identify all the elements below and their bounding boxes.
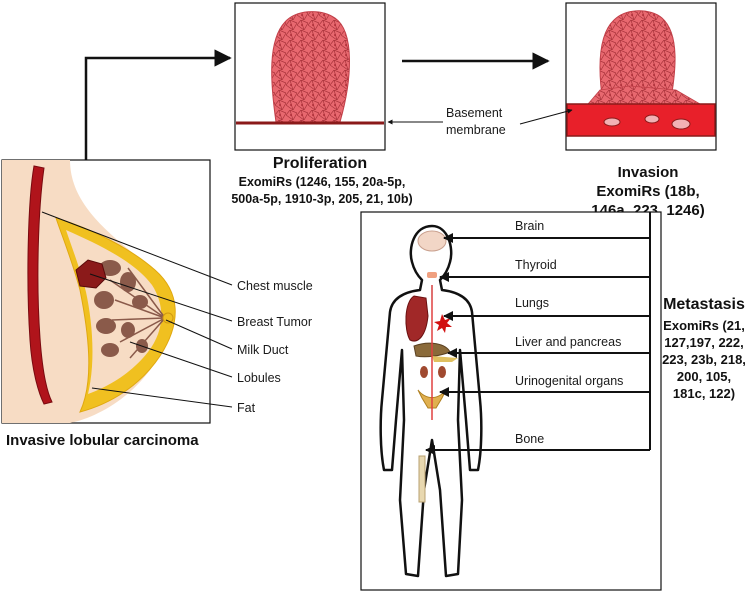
invasion-basement-band [566,103,716,137]
basement-label-line1: Basement [446,106,503,120]
label-fat: Fat [237,401,256,415]
invasion-panel [565,2,717,151]
metastasis-exomirs-line2: 127,197, 222, [664,335,744,350]
organ-label-brain: Brain [515,219,544,233]
thyroid-organ [427,272,437,278]
metastasis-exomirs-line4: 200, 105, [677,369,731,384]
organ-label-thyroid: Thyroid [515,258,557,272]
label-milk-duct: Milk Duct [237,343,289,357]
basement-pointer-right [519,108,573,125]
body-panel [360,211,662,591]
organ-label-liver: Liver and pancreas [515,335,621,349]
basement-label-line2: membrane [446,123,506,137]
metastasis-exomirs-line3: 223, 23b, 218, [662,352,746,367]
metastasis-exomirs-line5: 181c, 122) [673,386,735,401]
lungs-organ [405,295,429,342]
nipple [162,312,174,324]
organ-label-bone: Bone [515,432,544,446]
proliferation-tumor [271,11,350,123]
chest-muscle [27,165,53,405]
organ-label-lungs: Lungs [515,296,549,310]
bone-organ [418,455,426,503]
metastasis-exomirs-line1: ExomiRs (21, [663,318,745,333]
label-lobules: Lobules [237,371,281,385]
proliferation-title: Proliferation [273,155,367,172]
proliferation-panel [234,2,386,151]
label-breast-tumor: Breast Tumor [237,315,312,329]
proliferation-exomirs-line1: ExomiRs (1246, 155, 20a-5p, [239,175,406,189]
proliferation-exomirs-line2: 500a-5p, 1910-3p, 205, 21, 10b) [231,192,412,206]
invasion-exomirs-line1: ExomiRs (18b, [596,183,699,200]
kidney-right [438,366,446,378]
organ-label-urinogenital: Urinogenital organs [515,374,623,388]
breast-pointers [41,211,233,408]
invasion-title: Invasion [618,164,679,181]
label-chest-muscle: Chest muscle [237,279,313,293]
organ-arrows [425,212,651,455]
lung-tumor-star [434,314,452,333]
breast-panel [1,159,211,424]
invading-cells [603,114,691,130]
kidney-left [420,366,428,378]
breast-caption: Invasive lobular carcinoma [6,432,199,449]
metastasis-title: Metastasis [663,296,745,313]
invasion-tumor [599,10,676,105]
brain-organ [417,230,447,252]
